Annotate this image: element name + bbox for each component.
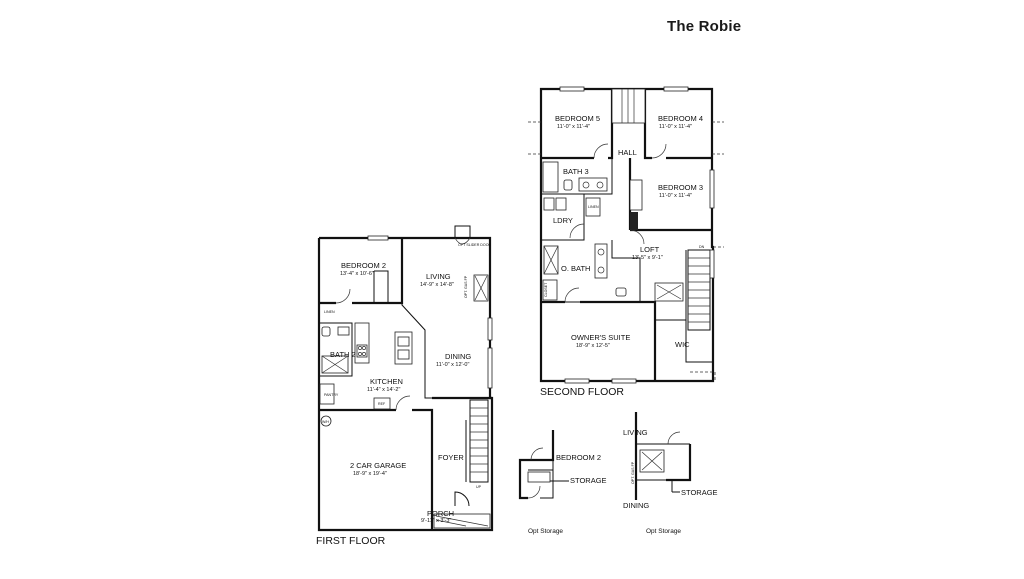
bedroom4-window: [663, 86, 689, 92]
bedroom2-closet: [373, 270, 389, 303]
bath2-name: BATH 2: [330, 350, 356, 359]
fireplace-label: OPT. GAS FP: [464, 275, 468, 298]
dining-window: [487, 317, 493, 341]
foyer-name: FOYER: [438, 453, 464, 462]
bedroom3-dim: 11'-0" x 11'-4": [659, 193, 692, 199]
living-name: LIVING: [426, 272, 451, 281]
ldry-wall: [540, 194, 585, 241]
first-floor-label: FIRST FLOOR: [316, 535, 386, 547]
garage-name: 2 CAR GARAGE: [350, 461, 406, 470]
wh-label: W/H: [322, 420, 329, 424]
bedroom4-dim: 11'-0" x 11'-4": [659, 124, 692, 130]
owners-window-1: [564, 378, 590, 384]
wic-name: WIC: [675, 340, 690, 349]
bedroom4-name: BEDROOM 4: [658, 114, 703, 123]
dining-dim: 11'-0" x 12'-0": [436, 362, 469, 368]
window-dash-right: [712, 121, 724, 248]
owners-suite-dim: 18'-9" x 12'-5": [576, 343, 610, 349]
hall-name: HALL: [618, 148, 637, 157]
bedroom3-closet-shelf: [630, 212, 638, 230]
loft-window: [709, 249, 715, 279]
living-dim: 14'-9" x 14'-8": [420, 282, 454, 288]
opt-storage-2-callout: STORAGE: [681, 488, 718, 497]
slider-door: [454, 225, 471, 238]
porch-dim: 9'-11" x 3'-3": [421, 518, 451, 524]
bath2-sink: [337, 326, 350, 336]
kitchen-living-wall: [401, 238, 432, 399]
bedroom5-dim: 11'-0" x 11'-4": [557, 124, 590, 130]
first-floor-plan: [317, 225, 494, 532]
opt-storage-1-callout: STORAGE: [570, 476, 607, 485]
opt-storage-1: [518, 430, 569, 500]
refrigerator: [373, 397, 391, 410]
ref-label: REF: [378, 402, 386, 406]
kitchen-sink: [397, 336, 410, 347]
washer: [543, 197, 555, 211]
bedroom3-name: BEDROOM 3: [658, 183, 703, 192]
slider-door-label: OPT SLIDER DOOR: [458, 243, 491, 247]
obath-wall: [540, 240, 641, 303]
opt-storage-2: [634, 412, 692, 500]
window-dash-left: [528, 121, 541, 155]
owners-suite-wall: [541, 300, 657, 381]
linen-closet: [585, 197, 601, 217]
hall-closet: [611, 88, 646, 124]
bath2-toilet: [321, 326, 331, 337]
balcony-dash: [690, 371, 716, 382]
page-title: The Robie: [667, 18, 742, 35]
water-heater: [320, 415, 332, 427]
linen-label-2f: LINEN: [588, 205, 599, 209]
second-floor-label: SECOND FLOOR: [540, 386, 624, 398]
bedroom5-window: [559, 86, 585, 92]
loft-dim: 13'-5" x 9'-1": [632, 255, 663, 261]
pantry-label: PANTRY: [324, 393, 339, 397]
first-floor-stairs: [465, 399, 489, 483]
dining-window-2: [487, 347, 493, 389]
second-floor-plan: [528, 86, 724, 384]
opt-storage-2-bottom: DINING: [623, 501, 649, 510]
dryer: [555, 197, 567, 211]
obath-name: O. BATH: [561, 264, 590, 273]
garage-wall: [319, 396, 492, 530]
bedroom5-name: BEDROOM 5: [555, 114, 600, 123]
kitchen-name: KITCHEN: [370, 377, 403, 386]
closet-label-2f: CLOSET: [544, 282, 548, 297]
opt-storage-1-room: BEDROOM 2: [556, 453, 601, 462]
kitchen-range: [356, 344, 368, 358]
obath-toilet: [615, 287, 627, 297]
bedroom2-name: BEDROOM 2: [341, 261, 386, 270]
bath3-name: BATH 3: [563, 167, 589, 176]
opt-storage-2-top: LIVING: [623, 428, 648, 437]
bath2-wall: [319, 322, 353, 377]
wic-wall: [655, 319, 712, 363]
bath3-tub: [542, 161, 559, 193]
bedroom3-window: [709, 169, 715, 209]
garage-dim: 18'-9" x 19'-4": [353, 471, 387, 477]
ldry-name: LDRY: [553, 216, 573, 225]
dn-label: DN: [699, 245, 705, 249]
opt-storage-2-fireplace: OPT. GAS FP: [631, 461, 635, 484]
owners-window-2: [611, 378, 637, 384]
up-label: UP: [476, 485, 482, 489]
porch-name: PORCH: [427, 509, 454, 518]
kitchen-dishwasher: [397, 349, 410, 360]
second-floor-stairs: [685, 249, 711, 331]
dining-name: DINING: [445, 352, 471, 361]
bath3-toilet: [563, 179, 573, 191]
linen-label: LINEN: [324, 310, 335, 314]
owners-suite-name: OWNER'S SUITE: [571, 333, 630, 342]
pantry: [319, 383, 335, 405]
kitchen-dim: 11'-4" x 14'-2": [367, 387, 400, 393]
opt-storage-2-label: Opt Storage: [646, 528, 681, 535]
obath-closet: [542, 279, 558, 301]
front-door: [454, 491, 470, 507]
opt-storage-1-label: Opt Storage: [528, 528, 563, 535]
bedroom2-dim: 13'-4" x 10'-6": [340, 271, 374, 277]
second-floor-outer-wall: [539, 87, 715, 383]
loft-name: LOFT: [640, 245, 660, 254]
bedroom2-window: [367, 235, 389, 241]
bedroom3-closet: [629, 179, 643, 211]
bath3-wall: [540, 158, 613, 195]
